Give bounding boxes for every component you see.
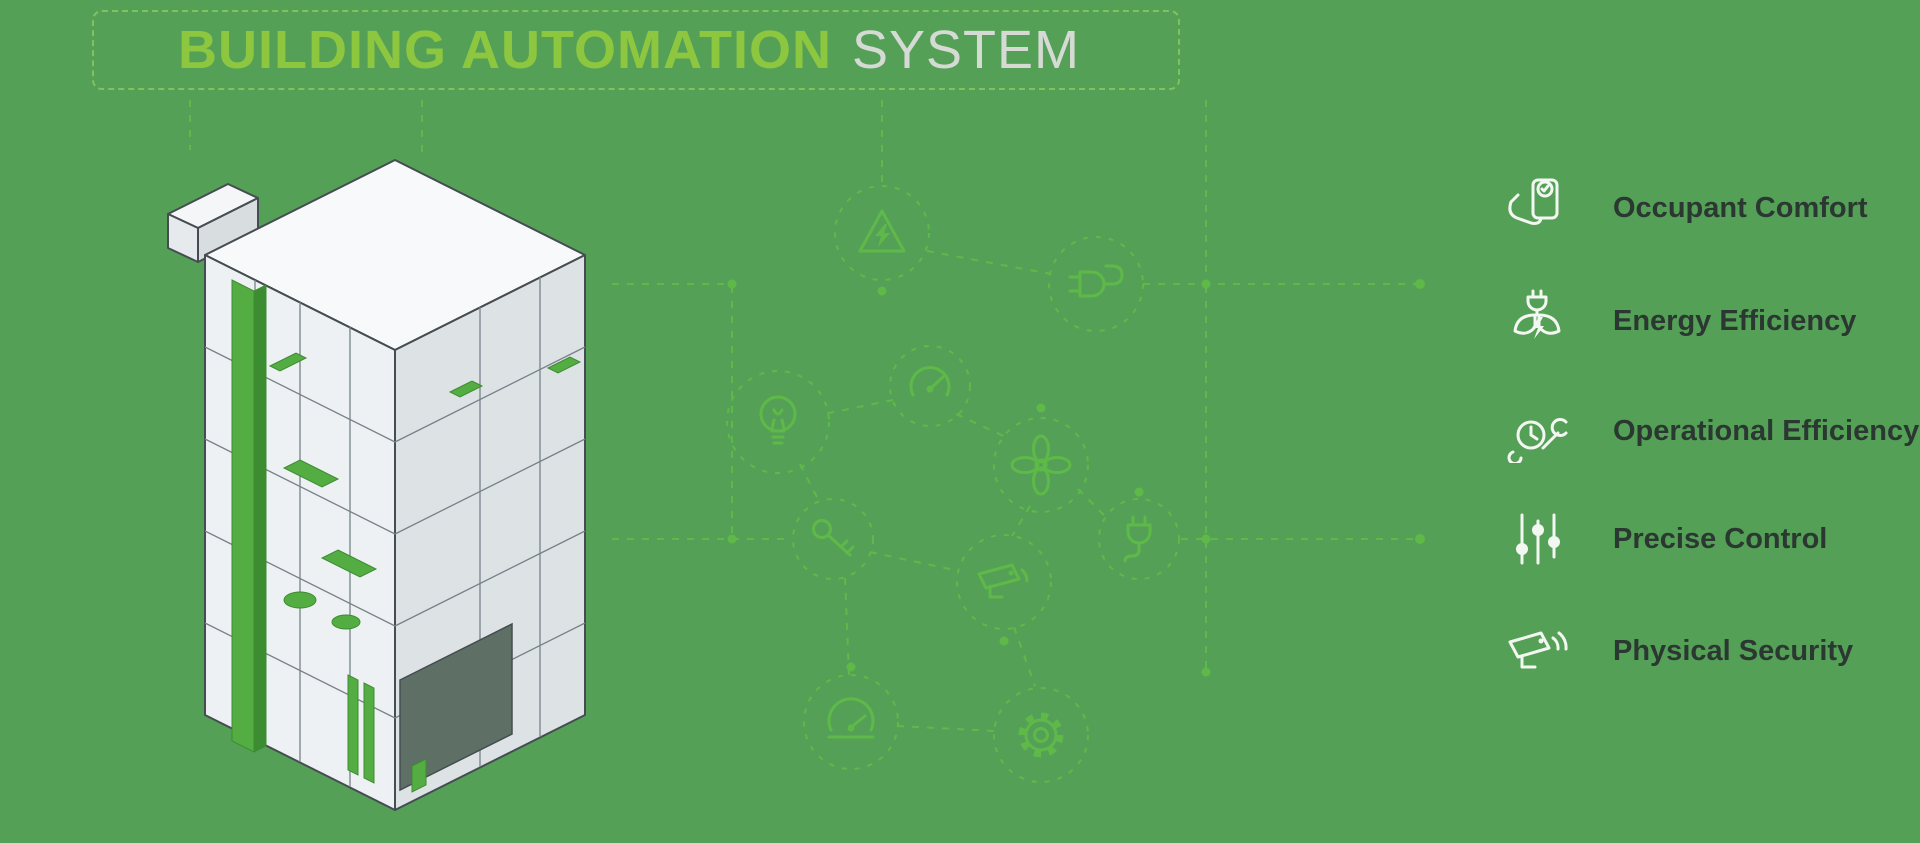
lightbulb-icon xyxy=(726,370,830,474)
electrical-hazard-icon xyxy=(834,185,930,281)
clock-wrench-icon xyxy=(1507,418,1568,463)
building-illustration xyxy=(167,159,586,811)
eco-plug-icon xyxy=(1513,289,1561,339)
hand-phone-icon xyxy=(1508,178,1559,225)
plug-cord-icon xyxy=(1098,498,1180,580)
gear-icon xyxy=(993,687,1089,783)
benefit-operational-efficiency: Operational Efficiency xyxy=(1505,399,1919,463)
power-plug-icon xyxy=(1048,236,1144,332)
key-icon xyxy=(792,498,874,580)
benefit-label: Operational Efficiency xyxy=(1613,414,1920,447)
benefit-occupant-comfort: Occupant Comfort xyxy=(1505,176,1868,240)
sliders-icon xyxy=(1516,513,1560,565)
speedometer-icon xyxy=(803,674,899,770)
gauge-icon xyxy=(889,345,971,427)
title-secondary: SYSTEM xyxy=(851,20,1080,80)
cctv-icon xyxy=(1508,631,1568,669)
benefit-precise-control: Precise Control xyxy=(1505,507,1827,571)
benefit-physical-security: Physical Security xyxy=(1505,619,1853,683)
title-primary: BUILDING AUTOMATION xyxy=(178,20,832,80)
fan-icon xyxy=(993,417,1089,513)
benefit-label: Energy Efficiency xyxy=(1613,304,1857,337)
title-box: BUILDING AUTOMATION SYSTEM xyxy=(92,10,1180,90)
benefit-energy-efficiency: Energy Efficiency xyxy=(1505,289,1856,353)
cctv-camera-icon xyxy=(956,534,1052,630)
benefit-label: Occupant Comfort xyxy=(1613,191,1868,224)
benefit-label: Precise Control xyxy=(1613,522,1828,555)
benefit-label: Physical Security xyxy=(1613,634,1854,667)
